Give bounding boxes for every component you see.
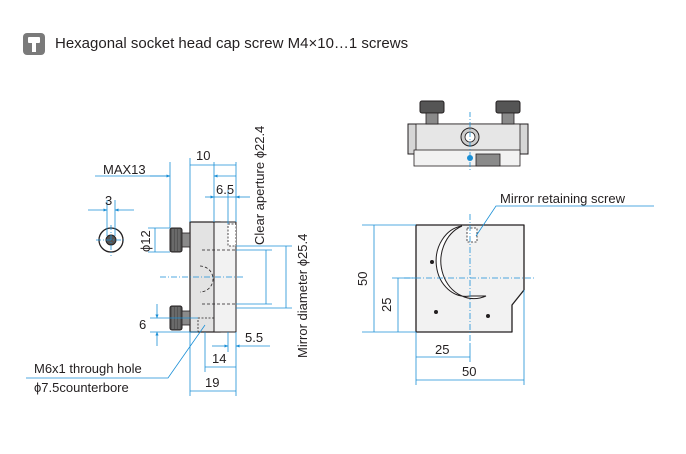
mirror-diameter-label: Mirror diameter ϕ25.4 — [295, 233, 310, 358]
dim-10-label: 10 — [196, 148, 211, 163]
dim-25-vertical-label: 25 — [379, 297, 394, 312]
side-view-dimensions — [26, 158, 292, 396]
dim-5-5-label: 5.5 — [245, 330, 264, 345]
front-view-dimensions — [362, 205, 654, 385]
dim-max13-label: MAX13 — [103, 162, 146, 177]
dim-phi12-label: ϕ12 — [138, 230, 153, 252]
header-text: Hexagonal socket head cap screw M4×10…1 … — [55, 35, 409, 52]
through-hole-label: M6x1 through hole — [34, 361, 142, 376]
dim-50-horizontal-label: 50 — [462, 364, 477, 379]
front-view-part — [404, 214, 536, 344]
dim-19-label: 19 — [205, 375, 220, 390]
dim-50-vertical-label: 50 — [355, 271, 370, 286]
dim-3-label: 3 — [105, 193, 113, 208]
dim-3-lines — [88, 200, 134, 236]
side-view-part — [160, 221, 244, 333]
bolt-end-view — [96, 225, 126, 256]
dim-6-5-label: 6.5 — [216, 182, 235, 197]
clear-aperture-label: Clear aperture ϕ22.4 — [252, 125, 267, 245]
retaining-screw-label: Mirror retaining screw — [500, 191, 625, 206]
top-view-part — [407, 100, 529, 170]
dim-6-label: 6 — [139, 317, 147, 332]
dim-14-label: 14 — [212, 351, 227, 366]
dim-25-horizontal-label: 25 — [435, 342, 450, 357]
screw-icon — [23, 33, 45, 55]
counterbore-label: ϕ7.5counterbore — [34, 380, 129, 395]
